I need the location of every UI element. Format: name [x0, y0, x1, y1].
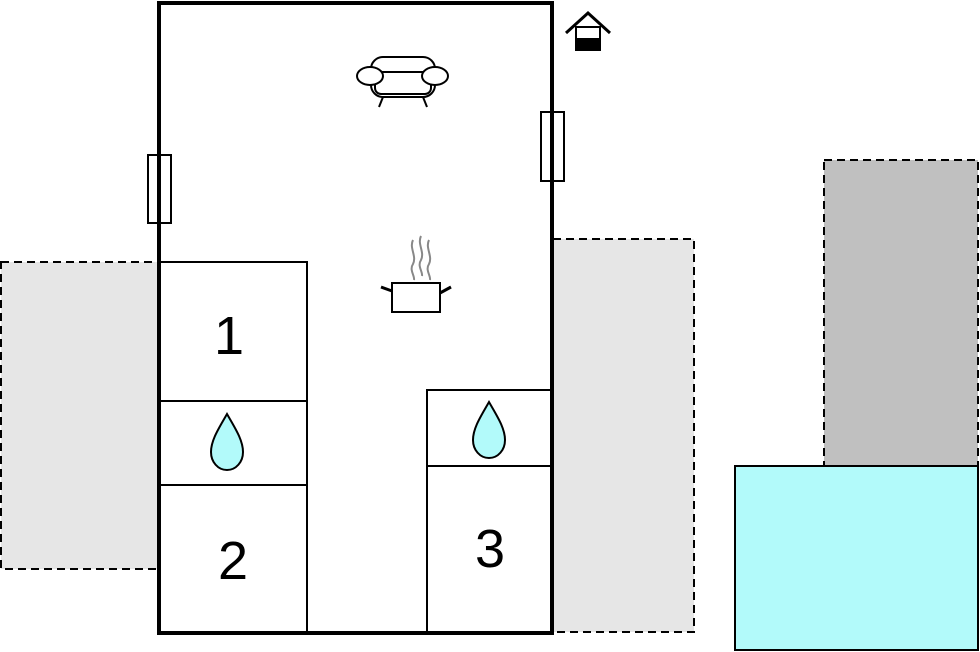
terrace-left: [0, 261, 160, 570]
pool: [734, 465, 979, 651]
terrace-right: [552, 238, 695, 633]
house-wall: [157, 1, 554, 635]
covered-area: [823, 159, 979, 467]
cooking-pot-icon: [380, 235, 452, 313]
room-label-2: 2: [218, 531, 248, 591]
bedroom-3: [426, 465, 553, 634]
bedroom-2: [158, 484, 308, 634]
house-icon: [564, 10, 612, 51]
sofa-icon: [356, 56, 449, 108]
water-drop-icon: [209, 411, 245, 472]
room-label-3: 3: [475, 519, 505, 579]
room-label-1: 1: [214, 306, 244, 366]
water-drop-icon: [471, 399, 507, 460]
